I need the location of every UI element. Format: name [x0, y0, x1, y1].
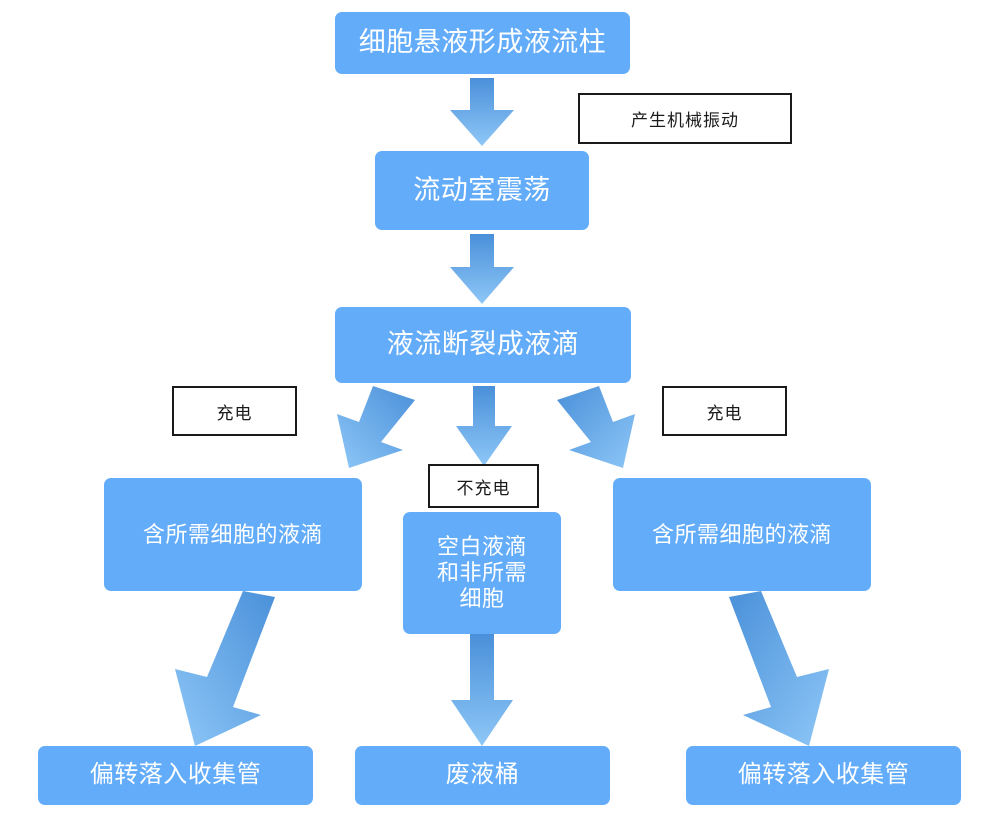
- node-deflect-into-collection-tube-right[interactable]: 偏转落入收集管: [686, 746, 961, 805]
- node-cell-suspension-stream[interactable]: 细胞悬液形成液流柱: [335, 12, 630, 74]
- annotation-charge-left: 充电: [172, 386, 297, 436]
- node-label: 偏转落入收集管: [89, 761, 262, 789]
- annotation-label: 产生机械振动: [631, 111, 739, 130]
- annotation-no-charge: 不充电: [428, 464, 539, 508]
- node-deflect-into-collection-tube-left[interactable]: 偏转落入收集管: [38, 746, 313, 805]
- node-label: 细胞悬液形成液流柱: [358, 27, 607, 58]
- node-label: 流动室震荡: [413, 174, 551, 205]
- node-droplet-with-target-cells-right[interactable]: 含所需细胞的液滴: [613, 478, 871, 591]
- annotation-mechanical-vibration: 产生机械振动: [578, 93, 792, 144]
- node-label: 液流断裂成液滴: [386, 329, 580, 360]
- annotation-charge-right: 充电: [662, 386, 787, 436]
- arrow-down-right-2: [729, 591, 849, 746]
- node-blank-and-unwanted-cells[interactable]: 空白液滴 和非所需 细胞: [403, 512, 561, 634]
- arrow-down-right-1: [557, 386, 647, 468]
- arrow-down-2: [450, 234, 514, 304]
- node-waste-container[interactable]: 废液桶: [355, 746, 610, 805]
- annotation-label: 充电: [216, 403, 253, 423]
- arrow-down-3: [456, 386, 512, 466]
- node-label: 偏转落入收集管: [737, 761, 910, 789]
- node-label: 含所需细胞的液滴: [651, 521, 832, 547]
- arrow-down-4: [451, 634, 513, 746]
- node-label: 空白液滴 和非所需 细胞: [436, 534, 527, 611]
- node-flow-cell-oscillation[interactable]: 流动室震荡: [375, 151, 589, 230]
- node-label: 含所需细胞的液滴: [142, 521, 323, 547]
- node-droplet-with-target-cells-left[interactable]: 含所需细胞的液滴: [104, 478, 362, 591]
- annotation-label: 充电: [706, 403, 743, 423]
- arrow-down-left-1: [325, 386, 415, 468]
- node-stream-breaks-into-droplets[interactable]: 液流断裂成液滴: [335, 307, 631, 383]
- node-label: 废液桶: [445, 761, 520, 789]
- arrow-down-left-2: [155, 591, 275, 746]
- annotation-label: 不充电: [456, 478, 511, 498]
- arrow-down-1: [450, 78, 514, 146]
